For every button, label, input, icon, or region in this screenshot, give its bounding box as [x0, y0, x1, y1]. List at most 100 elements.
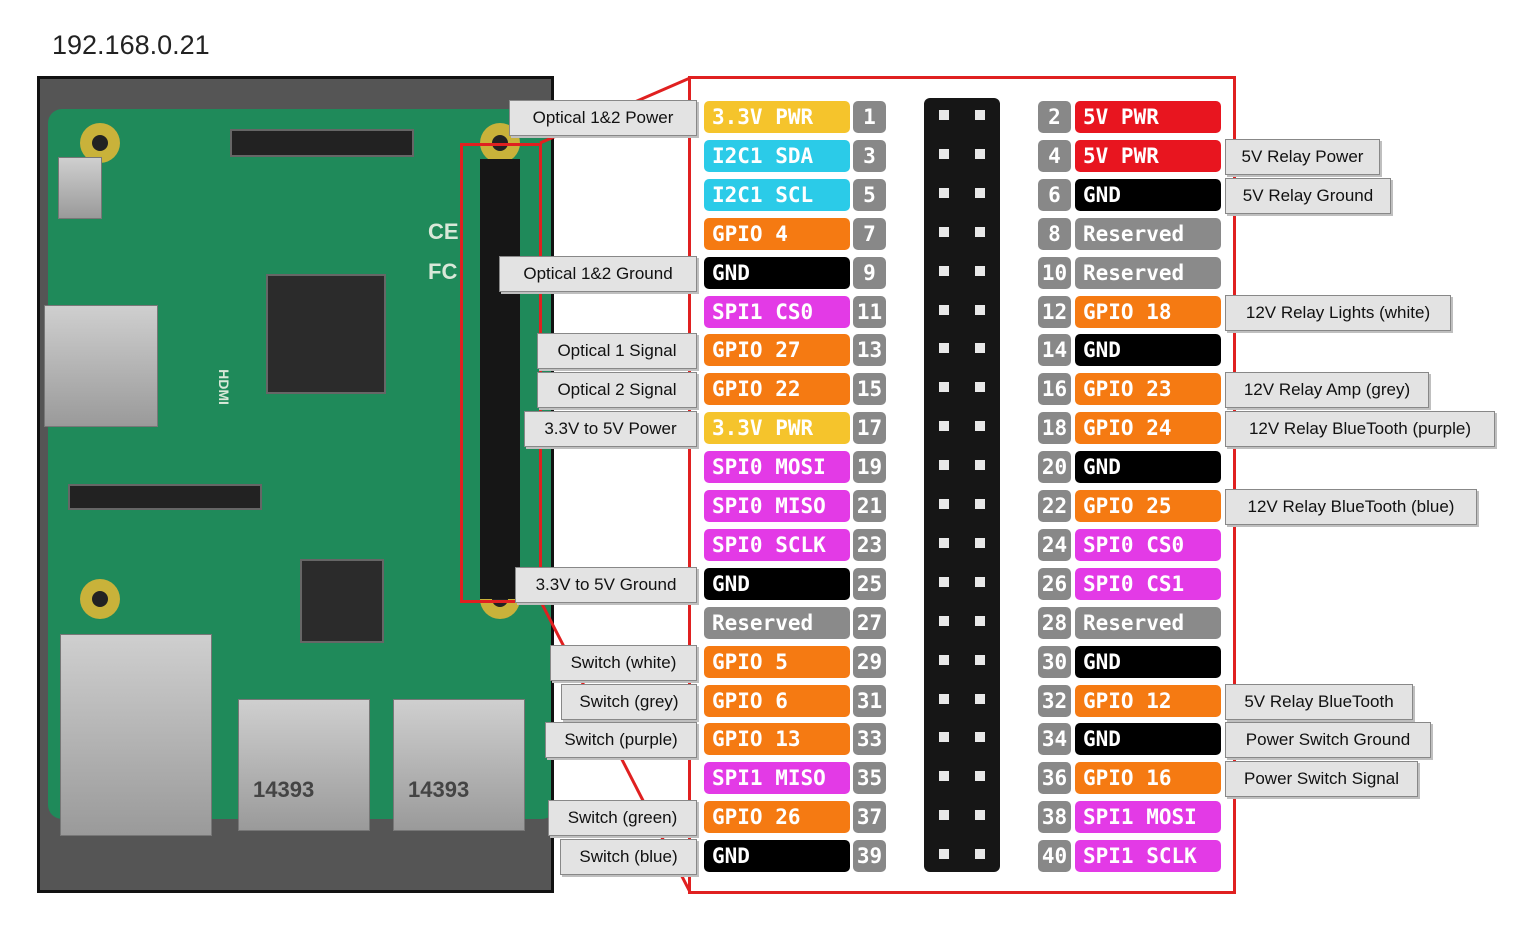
header-pin	[939, 304, 949, 315]
annotation-left: Optical 1&2 Power	[509, 100, 697, 136]
micro-usb-port	[58, 157, 102, 219]
pin-number: 7	[853, 217, 886, 250]
annotation-right: Power Switch Ground	[1225, 722, 1431, 759]
pin-number: 20	[1038, 451, 1071, 484]
annotation-left: Switch (grey)	[561, 683, 697, 720]
pin-label: Reserved	[704, 606, 850, 639]
pin-number: 5	[853, 178, 886, 211]
pin-label: GPIO 13	[704, 723, 850, 756]
header-pin	[939, 576, 949, 587]
pin-label: SPI1 SCLK	[1075, 840, 1221, 873]
header-pin	[939, 226, 949, 237]
pin-label: 3.3V PWR	[704, 101, 850, 133]
header-pin	[939, 499, 949, 509]
pin-number: 19	[853, 451, 886, 484]
header-pin	[975, 265, 985, 276]
pin-label: SPI0 SCLK	[704, 528, 850, 561]
gpio-header-photo	[480, 159, 520, 599]
annotation-right: 12V Relay Lights (white)	[1225, 294, 1451, 331]
annotation-left: 3.3V to 5V Ground	[515, 566, 697, 603]
header-pin	[975, 148, 985, 159]
annotation-right: Power Switch Signal	[1225, 761, 1418, 798]
header-pin	[939, 343, 949, 354]
pin-number: 10	[1038, 256, 1071, 289]
pin-label: GPIO 6	[704, 684, 850, 717]
pin-number: 21	[853, 490, 886, 522]
header-pin	[975, 343, 985, 354]
pin-label: GND	[1075, 723, 1221, 756]
pin-number: 6	[1038, 178, 1071, 211]
pin-number: 34	[1038, 723, 1071, 756]
annotation-left: 3.3V to 5V Power	[524, 411, 697, 448]
pin-number: 2	[1038, 101, 1071, 133]
pin-number: 11	[853, 295, 886, 328]
header-pin	[939, 732, 949, 743]
pin-number: 24	[1038, 528, 1071, 561]
annotation-right: 5V Relay BlueTooth	[1225, 683, 1413, 720]
pin-number: 28	[1038, 606, 1071, 639]
header-pin	[939, 187, 949, 198]
pin-number: 31	[853, 684, 886, 717]
ethernet-port	[60, 634, 212, 836]
header-pin	[939, 265, 949, 276]
pin-label: GND	[1075, 178, 1221, 211]
header-pin	[939, 110, 949, 120]
pin-label: GND	[704, 840, 850, 873]
pinout-frame	[688, 76, 1236, 894]
header-pin	[939, 615, 949, 626]
pin-number: 8	[1038, 217, 1071, 250]
pin-label: GND	[704, 256, 850, 289]
pin-label: GPIO 25	[1075, 490, 1221, 522]
pin-number: 40	[1038, 840, 1071, 873]
pin-number: 18	[1038, 412, 1071, 445]
header-pin	[975, 849, 985, 860]
header-pin	[939, 382, 949, 393]
pin-label: GPIO 4	[704, 217, 850, 250]
pin-label: GPIO 24	[1075, 412, 1221, 445]
pin-number: 3	[853, 139, 886, 172]
header-pin	[975, 460, 985, 471]
pin-label: GPIO 27	[704, 334, 850, 367]
pin-label: SPI0 CS0	[1075, 528, 1221, 561]
pin-number: 23	[853, 528, 886, 561]
pin-number: 37	[853, 801, 886, 834]
ce-marking: CE	[428, 219, 459, 244]
pin-number: 38	[1038, 801, 1071, 834]
pin-number: 4	[1038, 139, 1071, 172]
gpio-header	[924, 98, 1000, 872]
pin-number: 25	[853, 567, 886, 600]
pin-number: 1	[853, 101, 886, 133]
pin-number: 39	[853, 840, 886, 873]
pin-label: GPIO 23	[1075, 373, 1221, 406]
pin-label: GND	[1075, 334, 1221, 367]
header-pin	[975, 771, 985, 782]
pin-label: I2C1 SDA	[704, 139, 850, 172]
board-photo: HDMI CE FC 14393 14393	[37, 76, 554, 893]
annotation-left: Switch (white)	[550, 644, 697, 681]
header-pin	[939, 421, 949, 432]
header-pin	[975, 421, 985, 432]
pin-label: I2C1 SCL	[704, 178, 850, 211]
pin-label: GPIO 12	[1075, 684, 1221, 717]
pin-number: 12	[1038, 295, 1071, 328]
header-pin	[975, 732, 985, 743]
annotation-left: Switch (blue)	[560, 839, 697, 876]
pin-number: 16	[1038, 373, 1071, 406]
header-pin	[975, 615, 985, 626]
mounting-hole	[80, 123, 120, 163]
pin-number: 36	[1038, 762, 1071, 795]
pin-label: GND	[704, 567, 850, 600]
pin-label: SPI0 CS1	[1075, 567, 1221, 600]
hdmi-port	[44, 305, 158, 427]
pin-label: Reserved	[1075, 606, 1221, 639]
pin-number: 33	[853, 723, 886, 756]
header-pin	[975, 537, 985, 548]
pin-label: 5V PWR	[1075, 101, 1221, 133]
pin-label: 3.3V PWR	[704, 412, 850, 445]
header-pin	[975, 810, 985, 821]
usb-port	[393, 699, 525, 831]
fc-marking: FC	[428, 259, 458, 284]
pin-number: 17	[853, 412, 886, 445]
pcb-board: HDMI CE FC 14393 14393	[44, 109, 551, 836]
header-pin	[975, 110, 985, 120]
